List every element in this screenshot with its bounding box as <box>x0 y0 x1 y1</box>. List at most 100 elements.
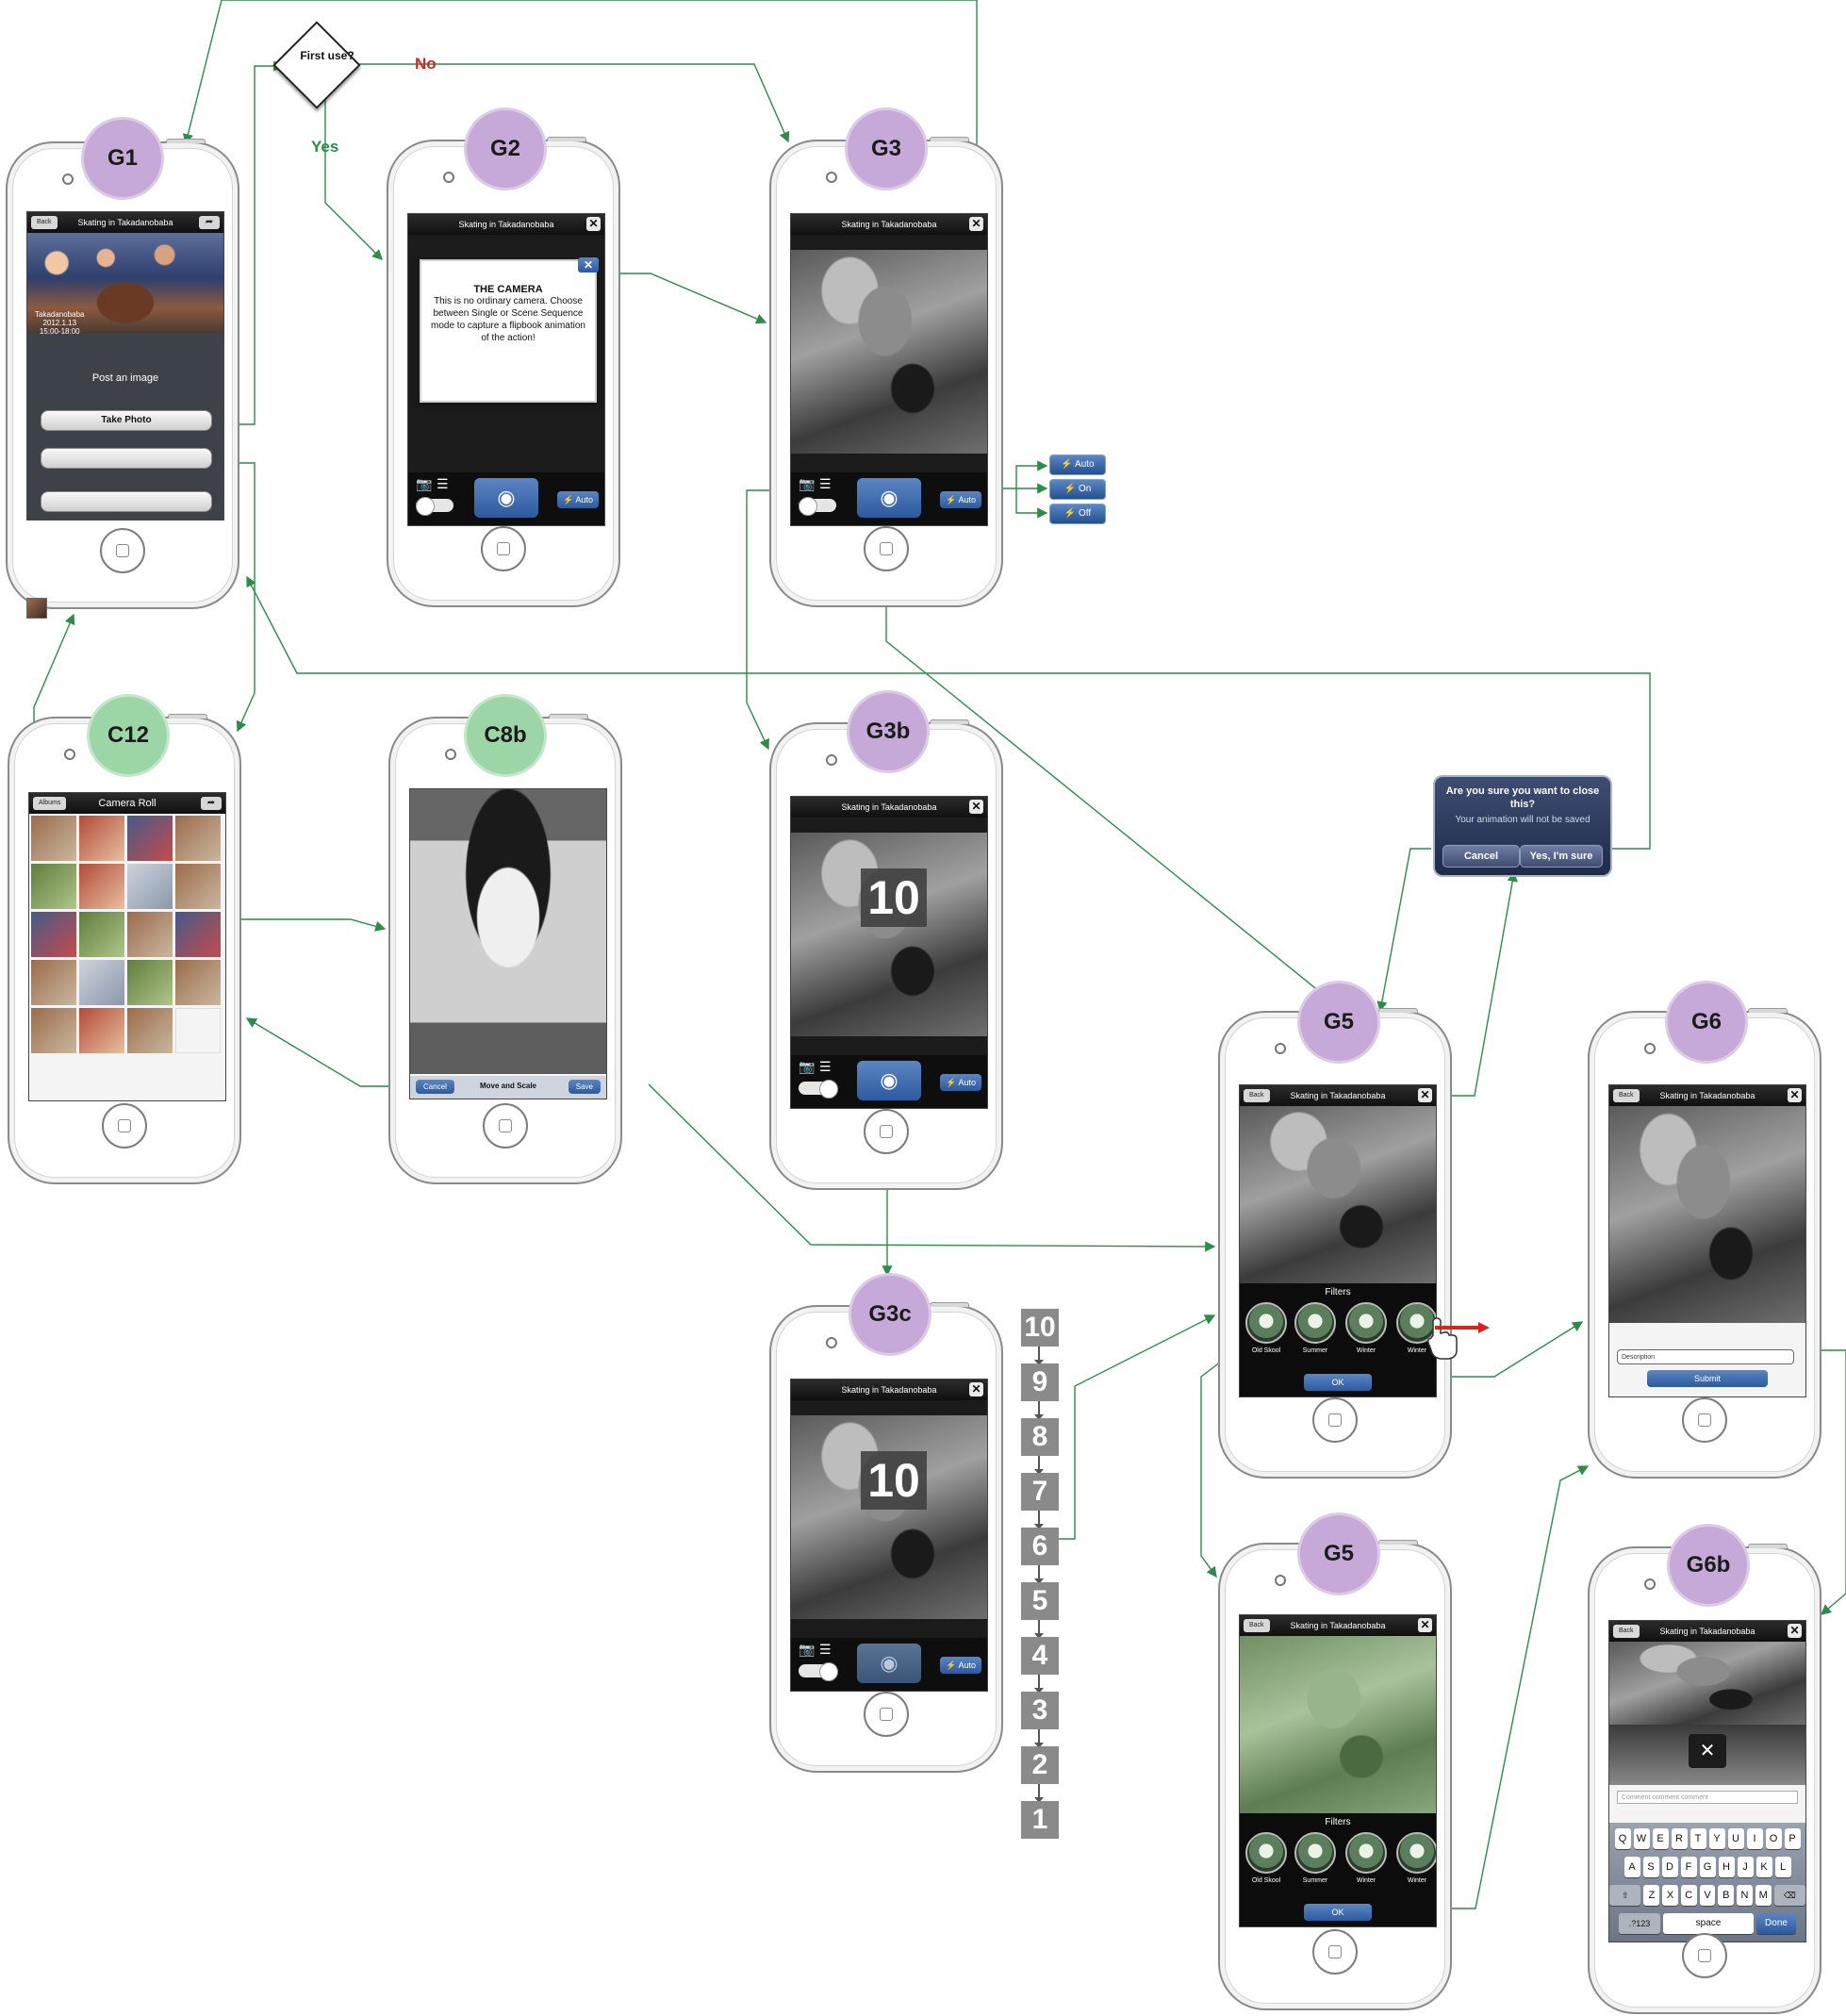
photo-thumb[interactable] <box>31 1008 76 1053</box>
photo-thumb[interactable] <box>79 912 124 957</box>
ok-button[interactable]: OK <box>1304 1374 1372 1391</box>
close-icon[interactable]: ✕ <box>1418 1618 1432 1632</box>
filter-summer[interactable]: Summer <box>1294 1832 1336 1884</box>
key[interactable]: S <box>1642 1857 1659 1877</box>
key[interactable]: R <box>1671 1828 1688 1849</box>
filter-winter[interactable]: Winter <box>1345 1832 1387 1884</box>
key[interactable]: H <box>1718 1857 1735 1877</box>
filter-winter-2[interactable]: Winter <box>1396 1302 1436 1354</box>
photo-thumb[interactable] <box>175 960 221 1005</box>
key[interactable]: U <box>1727 1828 1744 1849</box>
home-button[interactable] <box>100 528 145 573</box>
photo-thumb[interactable] <box>175 912 221 957</box>
key[interactable]: J <box>1737 1857 1754 1877</box>
key[interactable]: X <box>1662 1885 1678 1906</box>
key[interactable]: T <box>1689 1828 1706 1849</box>
dismiss-icon[interactable]: ✕ <box>1689 1734 1726 1768</box>
filter-old-skool[interactable]: Old Skool <box>1245 1832 1287 1884</box>
key[interactable]: I <box>1746 1828 1763 1849</box>
photo-thumb[interactable] <box>79 816 124 861</box>
flash-option-on[interactable]: ⚡ On <box>1049 479 1106 500</box>
cancel-button[interactable]: Cancel <box>416 1080 454 1094</box>
key[interactable]: G <box>1699 1857 1716 1877</box>
flash-button[interactable]: ⚡ Auto <box>940 491 981 508</box>
back-button[interactable]: Back <box>1244 1619 1270 1632</box>
filter-old-skool[interactable]: Old Skool <box>1245 1302 1287 1354</box>
albums-button[interactable]: Albums <box>33 797 67 810</box>
share-icon[interactable]: ➦ <box>199 216 220 229</box>
take-photo-button[interactable]: Take Photo <box>41 410 212 431</box>
close-icon[interactable]: ✕ <box>1788 1088 1802 1102</box>
close-icon[interactable]: ✕ <box>1788 1624 1802 1638</box>
cancel-button[interactable] <box>41 491 212 512</box>
key[interactable]: E <box>1652 1828 1669 1849</box>
key[interactable]: C <box>1680 1885 1697 1906</box>
mode-toggle[interactable] <box>799 497 836 516</box>
flash-button[interactable]: ⚡ Auto <box>940 1074 981 1091</box>
key[interactable]: O <box>1765 1828 1782 1849</box>
photo-thumb[interactable] <box>127 1008 173 1053</box>
flash-button[interactable]: ⚡ Auto <box>940 1657 981 1674</box>
key[interactable]: W <box>1633 1828 1650 1849</box>
key[interactable]: M <box>1755 1885 1772 1906</box>
mode-toggle[interactable] <box>799 1080 838 1099</box>
done-key[interactable]: Done <box>1756 1913 1796 1934</box>
shutter-button[interactable]: ◉ <box>857 1644 921 1683</box>
key[interactable]: Q <box>1614 1828 1631 1849</box>
key[interactable]: N <box>1737 1885 1753 1906</box>
mode-toggle[interactable] <box>799 1662 838 1681</box>
shutter-button[interactable]: ◉ <box>857 1061 921 1100</box>
home-button[interactable] <box>1682 1933 1727 1978</box>
mode-toggle[interactable] <box>416 497 453 516</box>
photo-thumb[interactable] <box>127 816 173 861</box>
back-button[interactable]: Back <box>1244 1089 1270 1102</box>
ok-button[interactable]: OK <box>1304 1904 1372 1921</box>
photo-thumb[interactable] <box>127 960 173 1005</box>
key[interactable]: D <box>1661 1857 1678 1877</box>
close-icon[interactable]: ✕ <box>1418 1088 1432 1102</box>
confirm-cancel-button[interactable]: Cancel <box>1442 845 1520 868</box>
key[interactable]: K <box>1755 1857 1772 1877</box>
shift-icon[interactable]: ⇧ <box>1609 1885 1641 1906</box>
key[interactable]: V <box>1699 1885 1716 1906</box>
shutter-button[interactable]: ◉ <box>857 478 921 518</box>
home-button[interactable] <box>864 526 909 571</box>
back-button[interactable]: Back <box>31 216 58 229</box>
portrait-photo[interactable] <box>410 789 606 1074</box>
photo-thumb[interactable] <box>79 1008 124 1053</box>
close-icon[interactable]: ✕ <box>969 1382 983 1396</box>
photo-thumb[interactable] <box>175 864 221 909</box>
photo-thumb[interactable] <box>79 864 124 909</box>
photo-thumb[interactable] <box>31 864 76 909</box>
photo-thumb[interactable] <box>31 816 76 861</box>
description-field[interactable]: Description <box>1617 1349 1794 1364</box>
save-button[interactable]: Save <box>568 1080 601 1094</box>
close-icon[interactable]: ✕ <box>969 217 983 231</box>
flash-button[interactable]: ⚡ Auto <box>557 491 599 508</box>
back-button[interactable]: Back <box>1613 1089 1640 1102</box>
photo-thumb[interactable] <box>79 960 124 1005</box>
key[interactable]: B <box>1718 1885 1735 1906</box>
photo-thumb[interactable] <box>31 960 76 1005</box>
photo-thumb[interactable] <box>175 1008 221 1053</box>
home-button[interactable] <box>1312 1397 1358 1443</box>
home-button[interactable] <box>1682 1397 1727 1443</box>
photo-thumb[interactable] <box>127 912 173 957</box>
filter-winter[interactable]: Winter <box>1345 1302 1387 1354</box>
filter-winter-2[interactable]: Winter <box>1396 1832 1436 1884</box>
photo-thumb[interactable] <box>175 816 221 861</box>
filter-summer[interactable]: Summer <box>1294 1302 1336 1354</box>
key[interactable]: A <box>1623 1857 1640 1877</box>
home-button[interactable] <box>864 1109 909 1154</box>
key[interactable]: Y <box>1708 1828 1725 1849</box>
close-icon[interactable]: ✕ <box>586 217 601 231</box>
close-icon[interactable]: ✕ <box>969 800 983 814</box>
space-key[interactable]: space <box>1663 1913 1754 1934</box>
key[interactable]: F <box>1680 1857 1697 1877</box>
share-icon[interactable]: ➦ <box>201 797 222 810</box>
confirm-yes-button[interactable]: Yes, I'm sure <box>1520 845 1603 868</box>
flash-option-off[interactable]: ⚡ Off <box>1049 504 1106 524</box>
key[interactable]: L <box>1774 1857 1791 1877</box>
comment-field[interactable]: Comment comment comment <box>1617 1791 1798 1804</box>
home-button[interactable] <box>864 1692 909 1737</box>
